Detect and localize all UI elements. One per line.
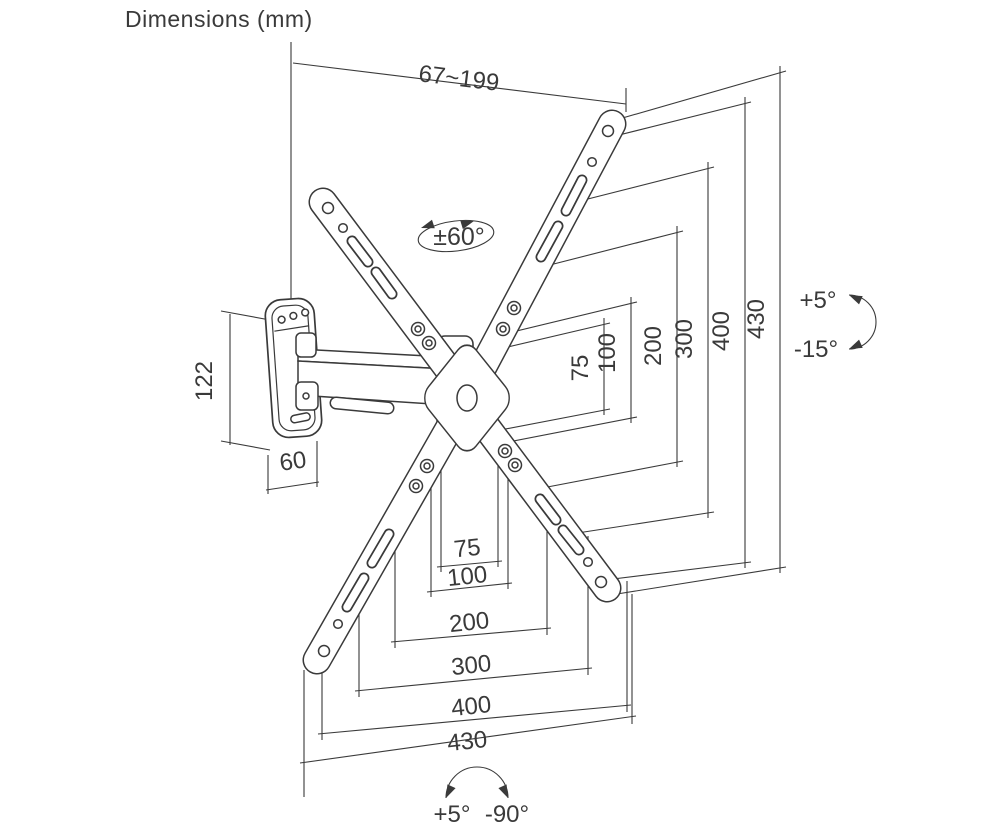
- dim-label-v400: 400: [708, 311, 735, 351]
- dim-label-v300: 300: [671, 319, 698, 359]
- rotate-symbol: [445, 766, 509, 799]
- dim-label-plate-depth: 60: [278, 446, 308, 476]
- dim-label-tilt-down: -15°: [794, 336, 838, 363]
- plate-screw-hole: [277, 315, 286, 324]
- vesa-bracket: [302, 109, 627, 675]
- tilt-symbol: [848, 294, 877, 350]
- rotation-symbols: [417, 219, 877, 799]
- swivel-arrow-left: [421, 219, 435, 229]
- tilt-arrow-down: [849, 339, 863, 349]
- dim-label-rotate-right: -90°: [485, 801, 529, 828]
- center-plate: [424, 344, 510, 452]
- dim-label-v200: 200: [640, 326, 667, 366]
- swivel-symbol: [417, 219, 495, 253]
- dim-label-h300: 300: [450, 650, 493, 681]
- dim-label-plate-height: 122: [191, 361, 218, 401]
- dim-label-v100: 100: [594, 333, 621, 373]
- plate-screw-hole: [289, 311, 298, 320]
- plate-screw-hole: [301, 308, 310, 317]
- arm-slots: [341, 174, 588, 613]
- dim-label-h430: 430: [446, 726, 489, 757]
- dim-arm-extension: [290, 42, 627, 299]
- dim-plate-depth: [265, 441, 320, 494]
- dim-label-swivel: ±60°: [433, 223, 485, 251]
- dim-label-tilt-up: +5°: [800, 287, 837, 314]
- dim-label-h400: 400: [450, 691, 493, 722]
- dim-plate-height: [220, 310, 271, 451]
- swivel-arrow-right: [460, 220, 474, 230]
- vesa-vertical-labels: 75 100 200 300 400 430: [567, 299, 770, 381]
- arm-hinge: [295, 332, 317, 358]
- dim-label-extension: 67~199: [417, 60, 500, 97]
- dimension-lines: [220, 42, 787, 797]
- vesa-horizontal-labels: 75 100 200 300 400 430: [446, 534, 493, 757]
- dim-label-h200: 200: [448, 607, 491, 638]
- arm-holes: [317, 124, 615, 658]
- dim-label-v75: 75: [567, 355, 594, 382]
- dim-vesa-vertical-lines: [494, 66, 787, 595]
- center-hole: [456, 384, 478, 412]
- rotate-arrow-left: [446, 784, 456, 798]
- tilt-arrow-up: [849, 295, 863, 305]
- page-title: Dimensions (mm): [125, 6, 313, 32]
- dim-label-h75: 75: [453, 534, 482, 564]
- dim-label-rotate-left: +5°: [434, 801, 471, 828]
- dim-label-h100: 100: [446, 561, 489, 592]
- rotate-arrow-right: [498, 784, 508, 798]
- dim-label-v430: 430: [743, 299, 770, 339]
